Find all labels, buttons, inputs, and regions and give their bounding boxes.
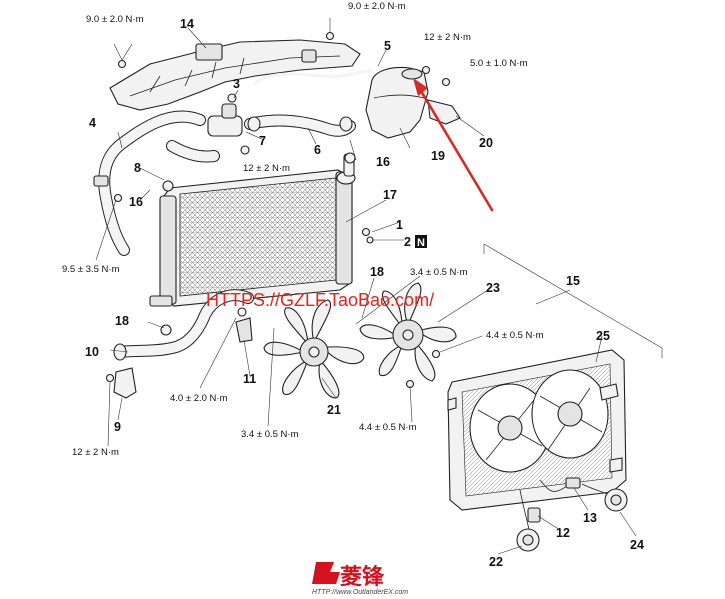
callout-9: 9 [114, 420, 121, 434]
callout-13: 13 [583, 511, 597, 525]
torque-tank-top: 12 ± 2 N·m [424, 32, 471, 43]
brand-logo-text: 菱锋 [340, 564, 385, 589]
fan-shroud-assembly [405, 243, 663, 511]
callout-2: 2 [404, 235, 411, 249]
callout-11: 11 [243, 372, 256, 386]
watermark-url: HTTPS://GZLF.TaoBao.com/ [206, 290, 434, 310]
callout-14: 14 [180, 17, 194, 31]
callout-20: 20 [479, 136, 493, 150]
torque-upper-mid: 12 ± 2 N·m [243, 163, 290, 174]
left-hose [93, 110, 206, 256]
water-outlet-fitting [207, 93, 250, 155]
fan-motors-harness [516, 477, 628, 552]
torque-top-center: 9.0 ± 2.0 N·m [348, 1, 406, 12]
torque-lower-hose: 4.0 ± 2.0 N·m [170, 393, 228, 404]
torque-bottom-left: 12 ± 2 N·m [72, 447, 119, 458]
lower-radiator-hose [113, 289, 254, 361]
upper-radiator-hose [244, 114, 356, 137]
brand-logo: 菱锋 HTTP://www.OutlanderEX.com [312, 562, 408, 596]
new-part-badge [415, 235, 427, 248]
torque-right-fan-bottom: 4.4 ± 0.5 N·m [359, 422, 417, 433]
leader-lines [95, 27, 637, 555]
callout-numbers: 14 5 3 4 7 6 8 16 19 20 16 17 1 2 N 18 1… [85, 17, 644, 569]
torque-tank-right: 5.0 ± 1.0 N·m [470, 58, 528, 69]
torque-right-fan-top: 4.4 ± 0.5 N·m [486, 330, 544, 341]
torque-top-left: 9.0 ± 2.0 N·m [86, 14, 144, 25]
callout-25: 25 [596, 329, 610, 343]
callout-5: 5 [384, 39, 391, 53]
small-fan [263, 299, 365, 399]
large-fan [359, 282, 457, 382]
callout-7: 7 [259, 134, 266, 148]
callout-18-right: 18 [370, 265, 384, 279]
callout-22: 22 [489, 555, 503, 569]
callout-15: 15 [566, 274, 580, 288]
callout-19: 19 [431, 149, 445, 163]
hose-8 [166, 140, 220, 163]
radiator [149, 152, 374, 307]
upper-shroud-bracket [109, 18, 361, 111]
callout-17: 17 [383, 188, 397, 202]
torque-mid-fan: 3.4 ± 0.5 N·m [410, 267, 468, 278]
callout-23: 23 [486, 281, 500, 295]
torque-fan-bottom: 3.4 ± 0.5 N·m [241, 429, 299, 440]
brand-site-url: HTTP://www.OutlanderEX.com [312, 589, 408, 596]
callout-21: 21 [327, 403, 341, 417]
new-part-badge-text: N [417, 237, 425, 249]
lower-bracket [105, 367, 137, 399]
callout-24: 24 [630, 538, 644, 552]
callout-3: 3 [233, 77, 240, 91]
callout-8: 8 [134, 161, 141, 175]
callout-12-right: 12 [556, 526, 570, 540]
callout-1: 1 [396, 218, 403, 232]
reserve-tank [365, 65, 461, 139]
torque-specs: 9.0 ± 2.0 N·m 9.0 ± 2.0 N·m 12 ± 2 N·m 5… [62, 1, 544, 458]
callout-4: 4 [89, 116, 96, 130]
overflow-hose [253, 68, 373, 86]
torque-left-hose: 9.5 ± 3.5 N·m [62, 264, 120, 275]
callout-16-right: 16 [376, 155, 390, 169]
callout-6: 6 [314, 143, 321, 157]
callout-16-left: 16 [129, 195, 143, 209]
callout-10: 10 [85, 345, 99, 359]
callout-18-left: 18 [115, 314, 129, 328]
highlight-arrow [413, 78, 494, 212]
